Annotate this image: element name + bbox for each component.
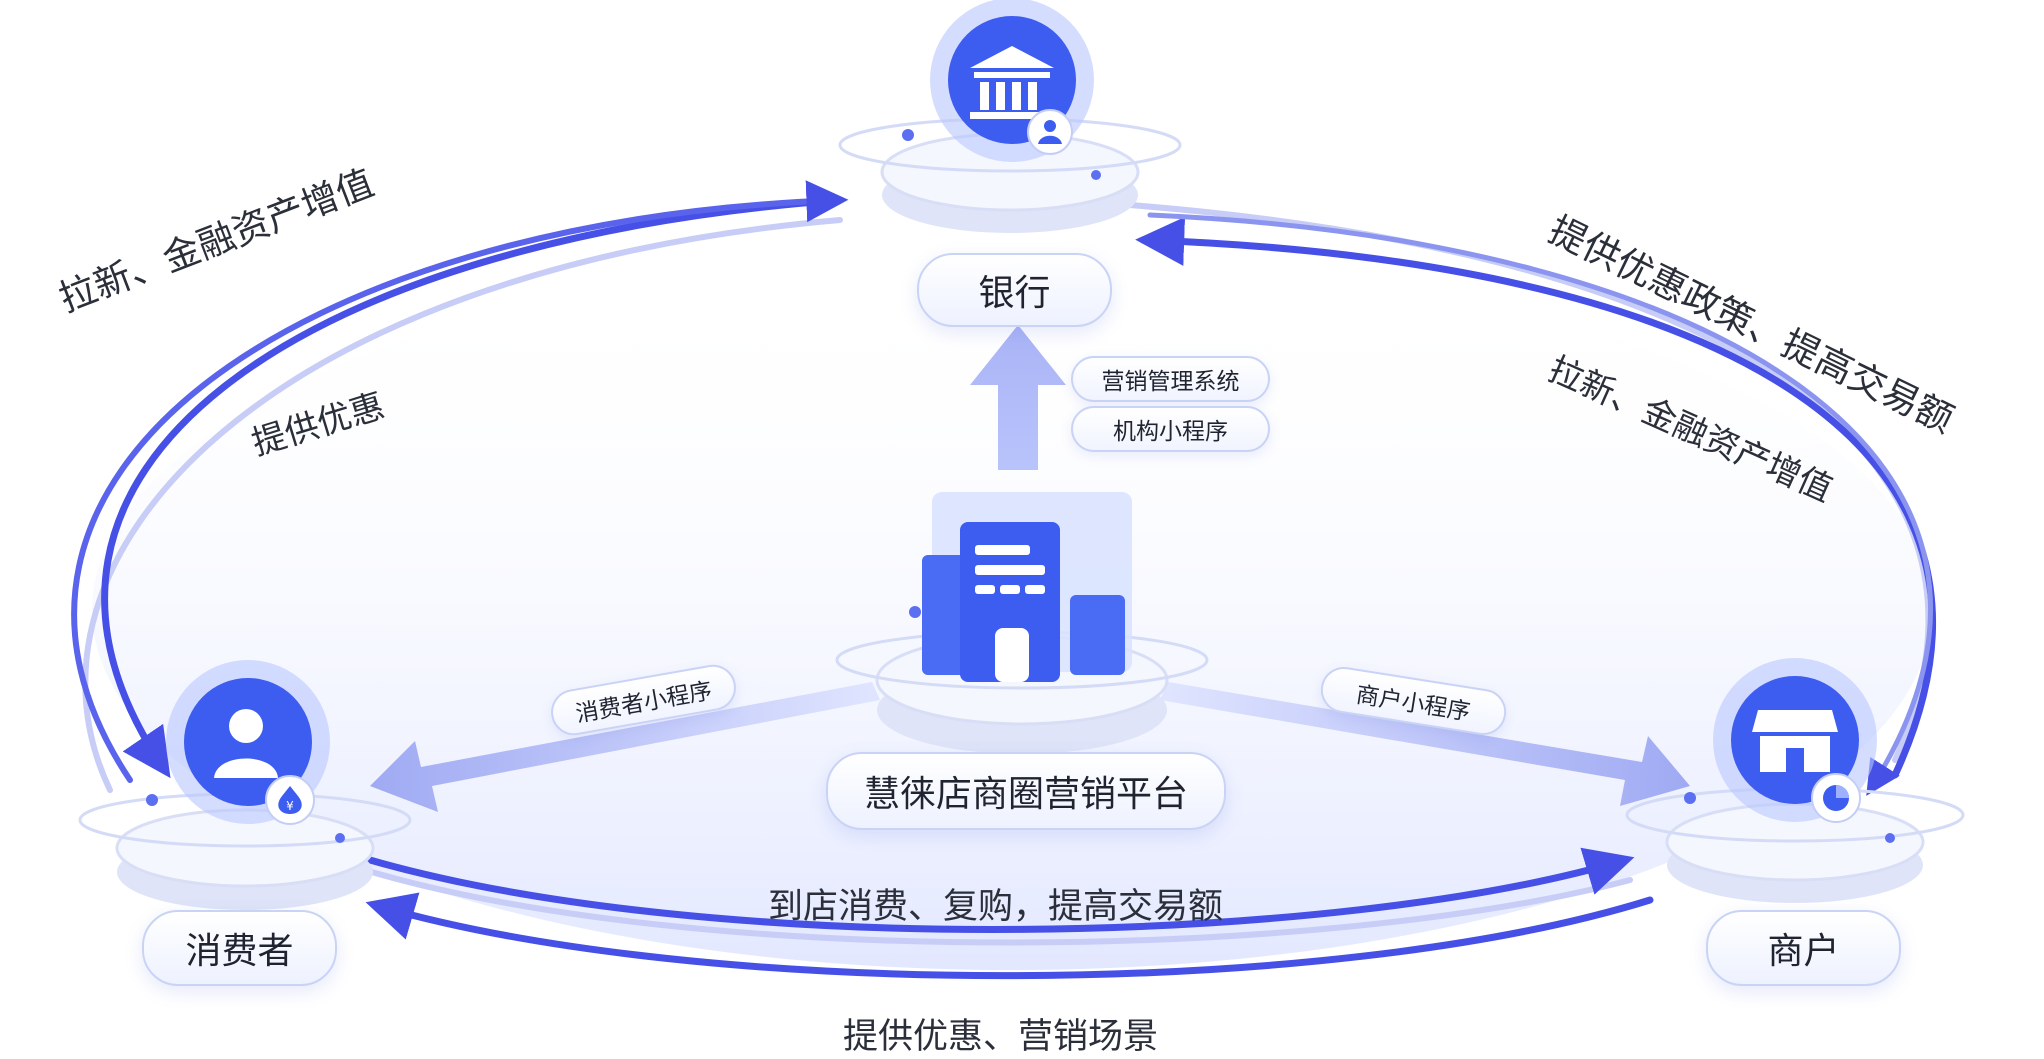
flow-label-merchant-consumer: 提供优惠、营销场景: [843, 1017, 1159, 1057]
arrow-consumer-to-bank: [71, 180, 849, 783]
arrow-platform-to-bank: [970, 325, 1066, 470]
bank-orbit-dot: [902, 129, 914, 141]
bank-orbit-dot-2: [1091, 170, 1101, 180]
arrow-bank-to-consumer: [101, 196, 844, 779]
tag-org-mini-program: 机构小程序: [1071, 406, 1270, 452]
office-building-icon: [922, 492, 1132, 682]
arrow-merchant-to-consumer: [365, 892, 1654, 980]
money-bag-icon: ¥: [265, 775, 315, 825]
platform-label: 慧徕店商圈营销平台: [826, 752, 1226, 830]
bank-building-icon: [970, 46, 1054, 119]
arrow-platform-to-merchant: [1160, 682, 1690, 806]
storefront-icon: [1752, 710, 1838, 772]
consumer-orbit-dot-2: [335, 833, 345, 843]
arrow-merchant-to-bank: [1135, 216, 1937, 779]
merchant-orbit-dot: [1684, 792, 1696, 804]
bank-label: 银行: [917, 253, 1112, 327]
merchant-label: 商户: [1706, 910, 1901, 986]
person-icon: [214, 709, 278, 778]
platform-orbit-dot: [909, 606, 921, 618]
user-icon: [1027, 109, 1073, 155]
arrow-platform-to-consumer: [370, 682, 880, 812]
arrow-consumer-to-merchant: [366, 847, 1635, 933]
consumer-label: 消费者: [142, 910, 337, 986]
flow-label-consumer-merchant: 到店消费、复购，提高交易额: [768, 887, 1224, 927]
arrow-bank-to-merchant: [1147, 212, 1933, 796]
svg-text:¥: ¥: [286, 799, 294, 813]
merchant-orbit-dot-2: [1885, 833, 1895, 843]
inner-ring-bottom: [362, 867, 1633, 946]
pie-chart-icon: [1811, 773, 1861, 823]
consumer-orbit-dot: [146, 794, 158, 806]
tag-marketing-system: 营销管理系统: [1071, 356, 1270, 402]
